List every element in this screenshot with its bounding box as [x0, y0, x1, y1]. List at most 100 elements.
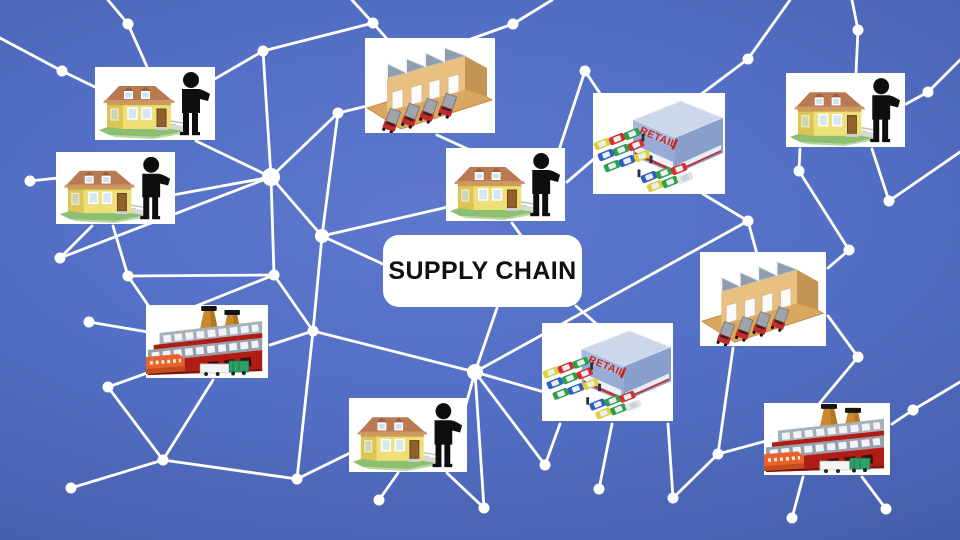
network-link [126, 22, 150, 71]
network-node [262, 168, 280, 186]
network-node [102, 381, 114, 393]
network-link [473, 370, 546, 394]
network-link [320, 205, 450, 238]
network-link [746, 219, 759, 256]
network-link [473, 306, 499, 374]
network-node [852, 351, 864, 363]
network-link [194, 139, 273, 179]
house-consumer-icon [56, 152, 175, 224]
house-consumer-icon [349, 398, 467, 472]
network-link [161, 378, 215, 462]
retail-store-1-tile[interactable] [593, 93, 725, 194]
network-node [65, 482, 77, 494]
network-link [797, 169, 851, 252]
network-node [742, 215, 754, 227]
network-node [507, 18, 519, 30]
network-node [332, 107, 344, 119]
network-link [597, 422, 614, 491]
network-link [87, 320, 150, 334]
factory-2-tile[interactable] [764, 403, 890, 475]
network-node [667, 492, 679, 504]
network-node [307, 325, 319, 337]
network-node [56, 65, 68, 77]
network-node [257, 45, 269, 57]
house-consumer-icon [786, 73, 905, 147]
network-link [269, 111, 340, 179]
network-link [161, 458, 299, 481]
consumer-house-3-tile[interactable] [446, 148, 565, 221]
network-link [171, 175, 273, 197]
network-node [367, 17, 379, 29]
consumer-house-2-tile[interactable] [56, 152, 175, 224]
network-link [543, 422, 562, 467]
network-link [860, 475, 888, 511]
network-node [786, 512, 798, 524]
network-link [666, 422, 675, 500]
warehouse-1-tile[interactable] [365, 38, 495, 133]
consumer-house-4-tile[interactable] [786, 73, 905, 147]
network-link [565, 156, 597, 184]
network-node [478, 502, 490, 514]
network-node [852, 24, 864, 36]
network-link [106, 370, 152, 389]
network-link [69, 458, 165, 490]
network-node [922, 86, 934, 98]
network-node [793, 165, 805, 177]
network-node [157, 454, 169, 466]
network-link [194, 273, 276, 308]
network-node [122, 18, 134, 30]
factory-icon [764, 403, 890, 475]
network-link [887, 150, 960, 203]
network-link [854, 28, 860, 75]
factory-icon [146, 305, 268, 378]
network-link [0, 36, 64, 73]
consumer-house-5-tile[interactable] [349, 398, 467, 472]
network-link [261, 21, 375, 53]
network-link [816, 355, 860, 407]
network-link [716, 346, 735, 456]
network-link [557, 69, 587, 152]
network-node [712, 448, 724, 460]
supply-chain-title: SUPPLY CHAIN [388, 256, 577, 285]
warehouse-2-tile[interactable] [700, 252, 826, 346]
warehouse-icon [700, 252, 826, 346]
network-node [54, 252, 66, 264]
consumer-house-1-tile[interactable] [95, 67, 215, 140]
supply-chain-title-box[interactable]: SUPPLY CHAIN [383, 235, 582, 307]
network-link [311, 234, 324, 333]
network-link [473, 370, 547, 467]
network-link [295, 450, 354, 481]
network-link [211, 49, 265, 82]
network-link [511, 0, 554, 26]
network-link [473, 370, 486, 510]
network-link [466, 22, 515, 42]
network-link [746, 0, 792, 61]
network-link [671, 452, 720, 500]
network-node [291, 473, 303, 485]
network-link [311, 329, 477, 374]
network-node [539, 459, 551, 471]
network-link [269, 175, 324, 238]
network-link [435, 133, 472, 152]
network-link [926, 58, 960, 94]
network-link [60, 69, 99, 90]
network-node [880, 503, 892, 515]
network-link [445, 471, 486, 510]
network-node [593, 483, 605, 495]
network-link [701, 192, 750, 223]
network-link [698, 57, 750, 97]
network-link [870, 147, 891, 203]
network-link [826, 314, 860, 359]
network-node [579, 65, 591, 77]
network-link [126, 273, 276, 278]
retail-store-2-tile[interactable] [542, 323, 673, 421]
network-node [467, 364, 483, 380]
warehouse-icon [365, 38, 495, 133]
network-node [742, 53, 754, 65]
network-node [83, 316, 95, 328]
factory-1-tile[interactable] [146, 305, 268, 378]
network-node [315, 229, 329, 243]
network-node [373, 494, 385, 506]
network-link [106, 385, 165, 462]
